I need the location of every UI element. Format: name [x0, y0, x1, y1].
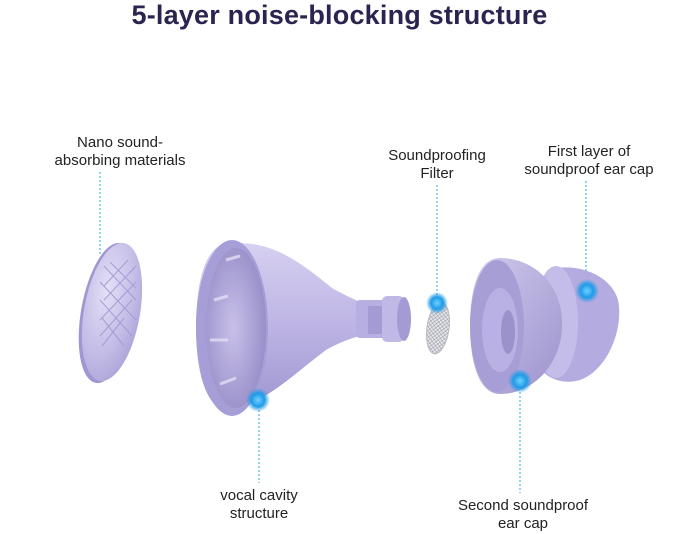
leader-lines: [99, 172, 587, 493]
label-nano-line1: Nano sound-: [77, 134, 163, 151]
page-title: 5-layer noise-blocking structure: [131, 0, 548, 30]
label-first-ear-cap: First layer of soundproof ear cap: [506, 143, 672, 179]
marker-first-cap: [575, 279, 599, 303]
marker-second-cap: [508, 369, 532, 393]
ear-caps: [470, 258, 620, 394]
label-filter-line1: Soundproofing: [388, 147, 486, 164]
label-soundproofing-filter: Soundproofing Filter: [372, 147, 502, 183]
label-vocal-line1: vocal cavity: [220, 487, 298, 504]
nano-material-disc: [78, 242, 143, 384]
markers: [246, 279, 599, 412]
label-nano-line2: absorbing materials: [54, 152, 186, 169]
label-first-cap-line1: First layer of: [547, 143, 631, 160]
marker-vocal: [246, 388, 270, 412]
marker-filter: [426, 292, 448, 314]
label-second-cap-line2: ear cap: [497, 515, 549, 532]
label-vocal-line2: structure: [229, 505, 289, 522]
label-nano-material: Nano sound- absorbing materials: [40, 134, 200, 170]
vocal-cavity-body: [196, 240, 411, 416]
label-vocal-cavity: vocal cavity structure: [198, 487, 320, 523]
label-filter-line2: Filter: [420, 165, 454, 182]
label-second-ear-cap: Second soundproof ear cap: [440, 497, 606, 533]
label-first-cap-line2: soundproof ear cap: [524, 161, 654, 178]
label-second-cap-line1: Second soundproof: [457, 497, 589, 514]
